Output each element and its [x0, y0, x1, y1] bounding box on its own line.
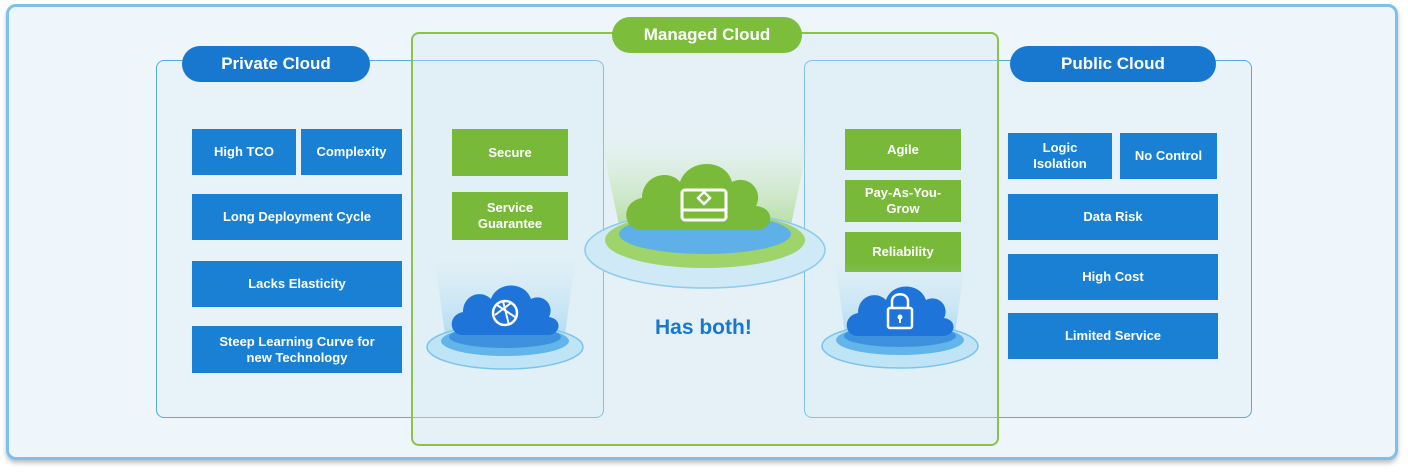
public-item-no-control: No Control: [1120, 133, 1217, 179]
public-item-limited-service: Limited Service: [1008, 313, 1218, 359]
public-cloud-title: Public Cloud: [1010, 46, 1216, 82]
lock-cloud-icon: [821, 262, 979, 369]
managed-item-secure: Secure: [452, 129, 568, 176]
private-item-long-deployment: Long Deployment Cycle: [192, 194, 402, 240]
managed-cloud-title: Managed Cloud: [612, 17, 802, 53]
private-item-high-tco: High TCO: [192, 129, 296, 175]
public-item-data-risk: Data Risk: [1008, 194, 1218, 240]
private-cloud-title: Private Cloud: [182, 46, 370, 82]
has-both-tagline: Has both!: [655, 316, 752, 339]
managed-item-service-guarantee: Service Guarantee: [452, 192, 568, 240]
private-item-lacks-elasticity: Lacks Elasticity: [192, 261, 402, 307]
managed-item-pay-as-you-grow: Pay-As-You-Grow: [845, 180, 961, 222]
public-item-logic-isolation: Logic Isolation: [1008, 133, 1112, 179]
private-item-complexity: Complexity: [301, 129, 402, 175]
private-item-steep-learning: Steep Learning Curve for new Technology: [192, 326, 402, 373]
managed-item-agile: Agile: [845, 129, 961, 170]
globe-cloud-icon: [426, 260, 584, 370]
storage-cloud-icon: [584, 135, 826, 289]
public-item-high-cost: High Cost: [1008, 254, 1218, 300]
